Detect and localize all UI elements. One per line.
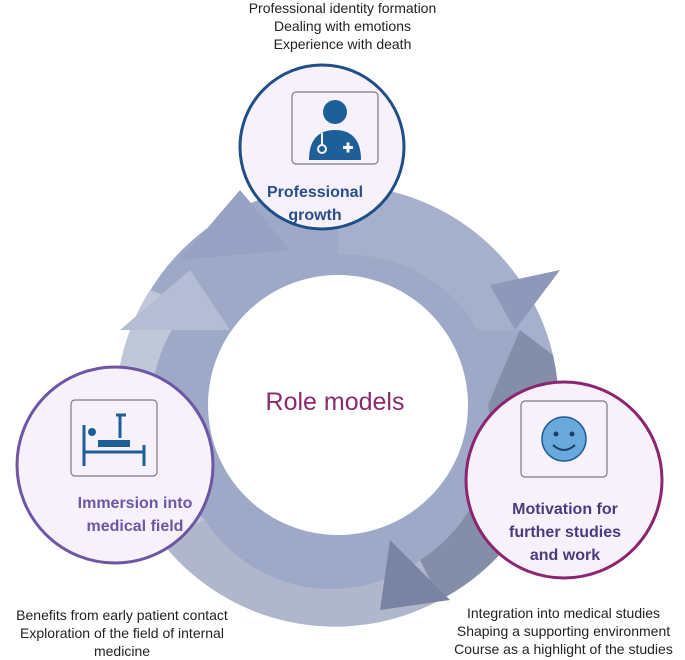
- node-professional-growth: [238, 63, 406, 231]
- doctor-icon: [309, 100, 361, 160]
- node-immersion: [15, 365, 215, 565]
- note-line: Benefits from early patient contact: [16, 607, 228, 623]
- note-line: medicine: [93, 643, 151, 659]
- note-line: Experience with death: [273, 36, 412, 52]
- node-motivation: [464, 380, 664, 580]
- hospital-bed-icon-frame: [70, 399, 158, 477]
- ring-segment-top-right: [338, 184, 553, 355]
- center-label: Role models: [265, 388, 405, 416]
- title-line: medical field: [86, 518, 184, 535]
- title-line: Motivation for: [512, 501, 618, 518]
- note-line: Dealing with emotions: [274, 18, 411, 34]
- immersion-title: Immersion into medical field: [40, 492, 230, 538]
- title-line: further studies: [508, 524, 621, 541]
- professional-growth-notes: Professional identity formation Dealing …: [0, 0, 685, 53]
- title-line: growth: [288, 207, 342, 224]
- ring-arrowhead-top-left: [180, 190, 290, 260]
- hospital-bed-icon: [82, 413, 146, 466]
- ring-center: [208, 275, 468, 535]
- professional-growth-title: Professional growth: [235, 181, 395, 227]
- smiley-icon: [541, 416, 587, 462]
- title-line: Professional: [266, 184, 364, 201]
- title-line: and work: [529, 547, 601, 564]
- note-line: Integration into medical studies: [467, 605, 660, 621]
- motivation-notes: Integration into medical studies Shaping…: [442, 604, 685, 658]
- note-line: Exploration of the field of internal: [20, 625, 224, 641]
- immersion-notes: Benefits from early patient contact Expl…: [2, 606, 242, 660]
- motivation-title: Motivation for further studies and work: [470, 498, 660, 567]
- ring-segment-bottom: [160, 520, 440, 627]
- ring-arrowhead-left: [120, 270, 230, 330]
- title-line: Immersion into: [77, 495, 193, 512]
- note-line: Course as a highlight of the studies: [454, 641, 673, 657]
- ring-arrowhead-bottom: [380, 540, 450, 610]
- ring-arrowhead-right: [490, 270, 560, 330]
- note-line: Professional identity formation: [248, 0, 437, 16]
- note-line: Shaping a supporting environment: [456, 623, 671, 639]
